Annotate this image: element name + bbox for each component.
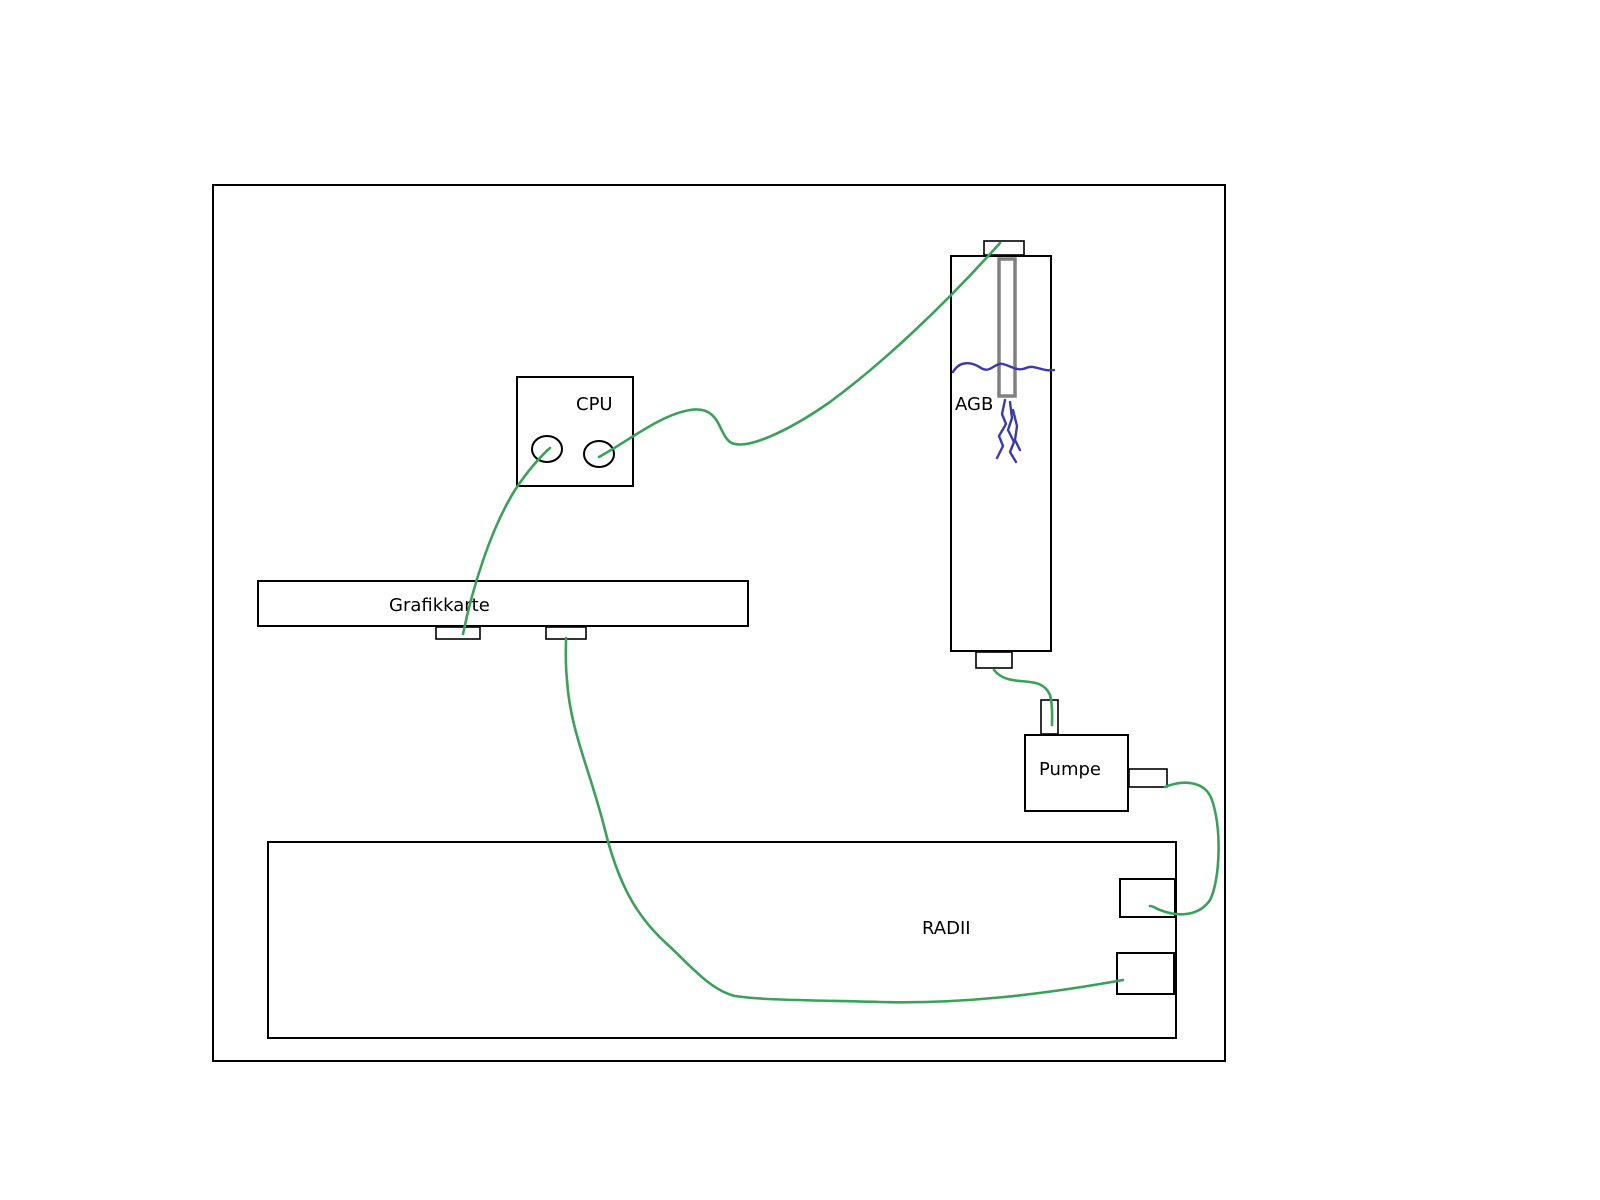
hose-reservoir-to-pump (992, 668, 1054, 727)
reservoir-port-bottom (975, 651, 1013, 669)
gpu-label: Grafikkarte (389, 595, 490, 616)
water-drip (1011, 408, 1022, 452)
pump-port-right (1128, 768, 1168, 788)
cpu-port-right (583, 440, 615, 468)
pump-label: Pumpe (1039, 759, 1101, 780)
water-drip (1006, 400, 1018, 464)
cpu-label: CPU (576, 394, 613, 415)
hose-pump-to-radiator (1148, 781, 1220, 916)
gpu-block (257, 580, 749, 627)
reservoir-label: AGB (955, 394, 993, 415)
radiator-port-lower (1116, 952, 1175, 995)
hose-gpu-to-cpu (461, 446, 552, 636)
pump-block (1024, 734, 1129, 812)
hose-radiator-to-gpu (564, 636, 1125, 1004)
cpu-block (516, 376, 634, 487)
reservoir-inlet-tube (997, 257, 1017, 398)
radiator-port-upper (1119, 878, 1176, 918)
gpu-port-left (435, 626, 481, 640)
water-drip (995, 398, 1008, 460)
pump-port-top (1040, 699, 1059, 735)
hose-cpu-to-reservoir (597, 241, 1002, 459)
radiator-label: RADII (922, 918, 971, 939)
water-surface (951, 362, 1056, 374)
radiator-block (267, 841, 1177, 1039)
